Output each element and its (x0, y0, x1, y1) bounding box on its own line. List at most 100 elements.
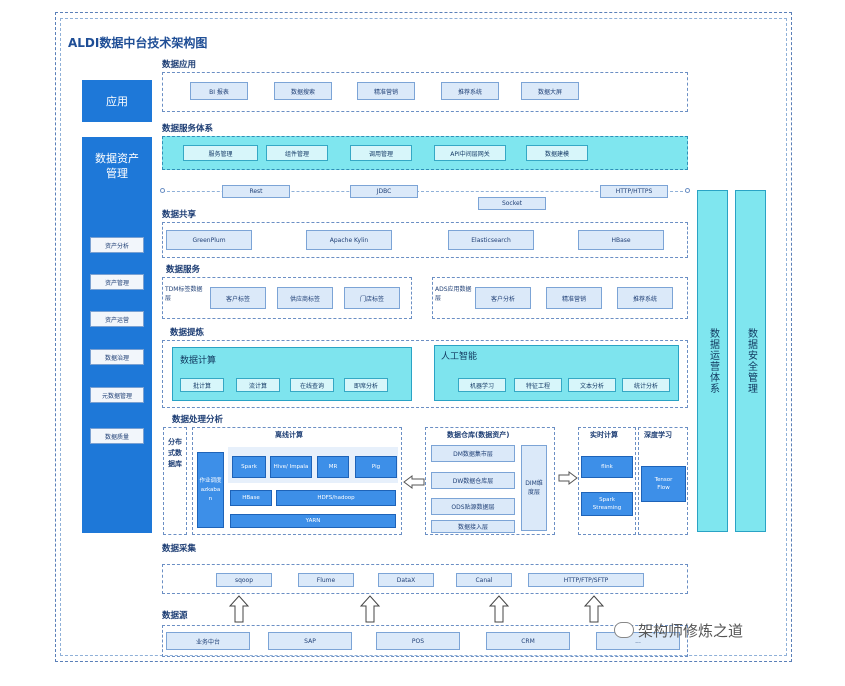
asset-item-6: 数据质量 (90, 428, 144, 444)
asset-item-5: 元数据管理 (90, 387, 144, 403)
up-arrow-icon (583, 595, 605, 623)
arrow-right-icon (558, 471, 578, 485)
dim-box: DIM维度层 (521, 445, 547, 531)
collection-canal: Canal (456, 573, 512, 587)
up-arrow-icon (359, 595, 381, 623)
engine-mr: MR (317, 456, 349, 478)
service-item-1: 服务管理 (183, 145, 258, 161)
source-band (162, 625, 688, 657)
ai-title: 人工智能 (441, 352, 478, 362)
spark-streaming-label: Spark Streaming (592, 497, 622, 511)
collection-flume: Flume (298, 573, 354, 587)
app-item-1: BI 报表 (190, 82, 248, 100)
realtime-flink: flink (581, 456, 633, 478)
service-item-5: 数据建模 (526, 145, 588, 161)
asset-item-3: 资产运营 (90, 311, 144, 327)
protocol-line (162, 191, 688, 192)
refining-band (162, 340, 688, 408)
source-item-2: SAP (268, 632, 352, 650)
app-item-5: 数据大屏 (521, 82, 579, 100)
protocol-socket: Socket (478, 197, 546, 210)
distributed-db-label: 分布式数据库 (168, 438, 182, 468)
tensorflow-box: Tensor Flow (641, 466, 686, 502)
arrow-left-icon (403, 475, 425, 489)
collection-datax: DataX (378, 573, 434, 587)
ads-item-2: 精准营销 (546, 287, 602, 309)
realtime-title: 实时计算 (590, 431, 618, 439)
section-source-title: 数据源 (162, 611, 188, 621)
tdm-label: TDM标签数据层 (165, 286, 203, 302)
deep-learning-title: 深度学习 (644, 431, 672, 439)
ai-item-4: 统计分析 (622, 378, 670, 392)
protocol-line-end-dot (685, 188, 690, 193)
app-item-4: 推荐系统 (441, 82, 499, 100)
compute-panel (172, 347, 412, 401)
compute-item-4: 即席分析 (344, 378, 388, 392)
asset-item-4: 数据治理 (90, 349, 144, 365)
diagram-title: ALDI数据中台技术架构图 (68, 36, 208, 50)
section-sharing-title: 数据共享 (162, 210, 197, 220)
sharing-hbase: HBase (578, 230, 664, 250)
service-item-2: 组件管理 (266, 145, 328, 161)
distributed-db-band (163, 427, 187, 535)
service-item-3: 调用管理 (350, 145, 412, 161)
tdm-item-1: 客户标签 (210, 287, 266, 309)
security-panel: 数据安全管理 (735, 190, 766, 532)
ads-item-3: 推荐系统 (617, 287, 673, 309)
ads-label: ADS应用数据层 (435, 286, 472, 302)
ads-band (432, 277, 688, 319)
ai-item-2: 特征工程 (514, 378, 562, 392)
ops-system-panel: 数据运营体系 (697, 190, 728, 532)
asset-management-panel: 数据资产管理 (82, 137, 152, 533)
deep-learning-band (638, 427, 688, 535)
up-arrow-icon (488, 595, 510, 623)
app-item-3: 精准营销 (357, 82, 415, 100)
source-item-1: 业务中台 (166, 632, 250, 650)
collection-sqoop: sqoop (216, 573, 272, 587)
engine-spark: Spark (232, 456, 266, 478)
app-block: 应用 (82, 80, 152, 122)
section-refining-title: 数据提炼 (170, 328, 205, 338)
tdm-item-3: 门店标签 (344, 287, 400, 309)
wechat-icon (614, 622, 634, 638)
compute-item-2: 流计算 (236, 378, 280, 392)
ai-item-1: 机器学习 (458, 378, 506, 392)
sharing-elasticsearch: Elasticsearch (448, 230, 534, 250)
warehouse-title: 数据仓库(数据资产) (447, 431, 510, 439)
warehouse-layer-3: ODS贴源数据层 (431, 498, 515, 515)
apps-band (162, 72, 688, 112)
realtime-spark-streaming: Spark Streaming (581, 492, 633, 516)
engine-pig: Pig (355, 456, 397, 478)
dim-label: DIM维度层 (525, 480, 543, 496)
source-item-4: CRM (486, 632, 570, 650)
ops-system-label: 数据运营体系 (707, 328, 719, 394)
outer-frame (55, 12, 792, 662)
app-item-2: 数据搜索 (274, 82, 332, 100)
ai-item-3: 文本分析 (568, 378, 616, 392)
protocol-line-start-dot (160, 188, 165, 193)
compute-item-3: 在线查询 (290, 378, 334, 392)
asset-item-1: 资产分析 (90, 237, 144, 253)
security-label: 数据安全管理 (745, 328, 757, 394)
protocol-jdbc: JDBC (350, 185, 418, 198)
realtime-band (578, 427, 636, 535)
tdm-item-2: 供应商标签 (277, 287, 333, 309)
warehouse-layer-2: DW数据仓库层 (431, 472, 515, 489)
protocol-rest: Rest (222, 185, 290, 198)
protocol-http: HTTP/HTTPS (600, 185, 668, 198)
offline-band (192, 427, 402, 535)
asset-management-title: 数据资产管理 (95, 152, 139, 180)
section-processing-title: 数据处理分析 (172, 415, 224, 425)
section-service-system-title: 数据服务体系 (162, 124, 214, 134)
source-item-3: POS (376, 632, 460, 650)
watermark-text: 架构师修炼之道 (638, 622, 744, 640)
section-collection-title: 数据采集 (162, 544, 197, 554)
compute-item-1: 批计算 (180, 378, 224, 392)
tensorflow-label: Tensor Flow (654, 477, 673, 491)
sharing-greenplum: GreenPlum (166, 230, 252, 250)
tdm-band (162, 277, 412, 319)
offline-hbase: HBase (230, 490, 272, 506)
collection-http: HTTP/FTP/SFTP (528, 573, 644, 587)
section-data-service-title: 数据服务 (166, 265, 201, 275)
offline-title: 离线计算 (275, 431, 303, 439)
